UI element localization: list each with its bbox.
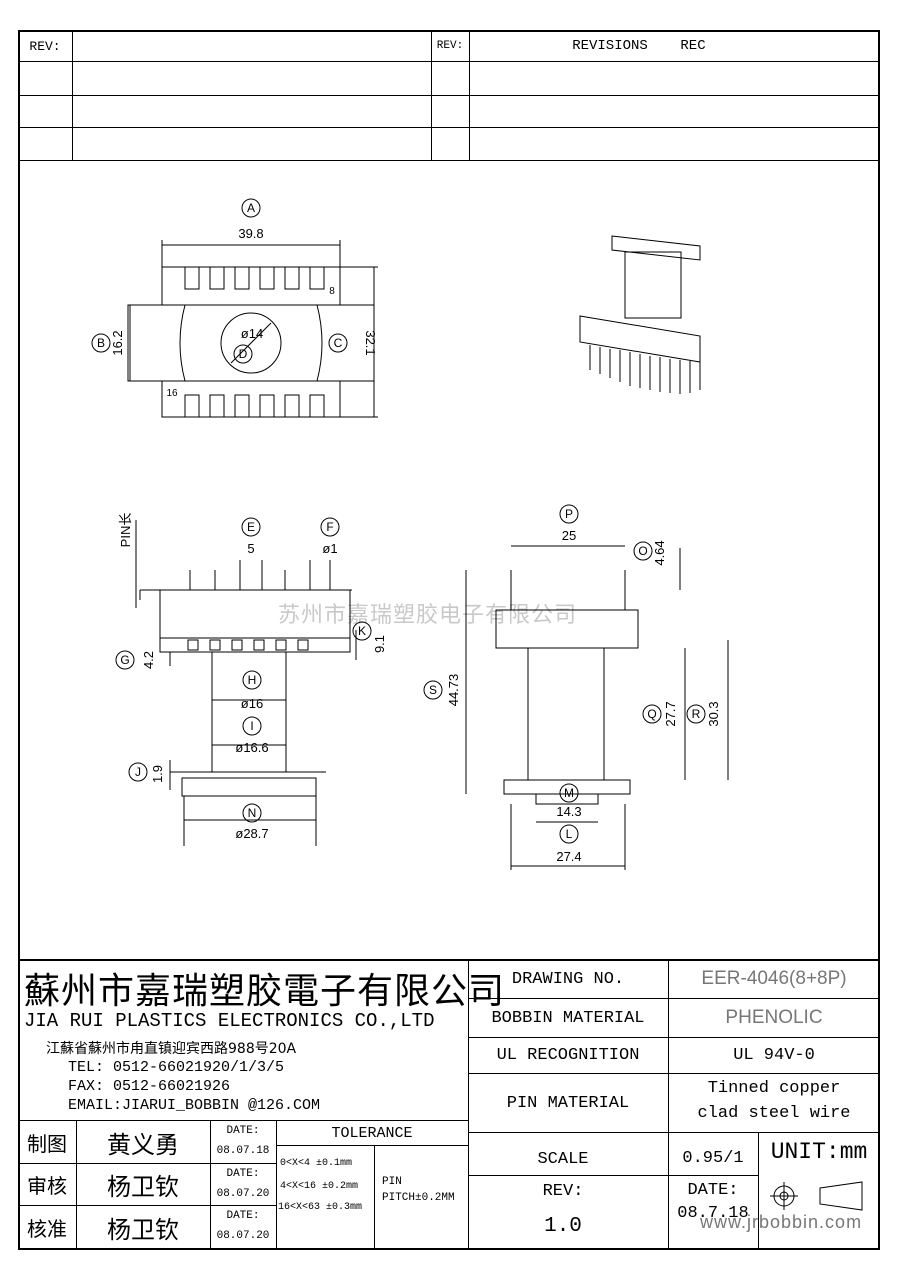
svg-text:C: C [334, 336, 343, 350]
svg-text:S: S [429, 683, 437, 697]
pin-length-label: PIN长 [118, 513, 133, 548]
dim-b: 16.2 [110, 330, 125, 355]
svg-text:K: K [358, 624, 366, 638]
date-approved: 08.07.20 [216, 1230, 270, 1242]
role-approved: 核准 [27, 1216, 67, 1241]
watermark: 苏州市嘉瑞塑胶电子有限公司 [278, 602, 578, 627]
dim-e: 5 [247, 541, 254, 556]
revisions-header: REVISIONS [572, 38, 648, 54]
name-checked: 杨卫钦 [107, 1173, 179, 1201]
svg-text:G: G [120, 653, 129, 667]
company-address: 江蘇省蘇州市甪直镇迎宾西路988号20A [46, 1041, 297, 1057]
tolerance-3: 16<X<63 ±0.3mm [278, 1202, 363, 1213]
date-drawn: 08.07.18 [216, 1145, 270, 1157]
dim-j: 1.9 [150, 765, 165, 783]
date-label-drawn: DATE: [226, 1125, 260, 1137]
scale-value: 0.95/1 [682, 1148, 744, 1168]
rec-header: REC [680, 38, 706, 54]
svg-text:B: B [97, 336, 105, 350]
dim-l: 27.4 [556, 849, 581, 864]
bobbin-material-value: PHENOLIC [725, 1007, 823, 1028]
company-fax: FAX: 0512-66021926 [68, 1078, 231, 1095]
company-name-cn: 蘇州市嘉瑞塑胶電子有限公司 [24, 971, 506, 1012]
technical-drawing: A B C D E F G K H I J N P O S Q R M L 39… [91, 198, 729, 870]
date-label-checked: DATE: [226, 1168, 260, 1180]
ul-recognition-value: UL 94V-0 [733, 1046, 815, 1065]
pin-material-value-2: clad steel wire [697, 1104, 851, 1123]
svg-text:O: O [638, 544, 647, 558]
role-drawn: 制图 [27, 1131, 67, 1156]
svg-text:R: R [692, 707, 701, 721]
name-approved: 杨卫钦 [107, 1215, 179, 1244]
ul-recognition-label: UL RECOGNITION [496, 1046, 640, 1065]
name-drawn: 黄义勇 [107, 1130, 179, 1159]
dim-c: 32.1 [363, 330, 378, 355]
rev-label-left: REV: [29, 38, 61, 54]
pin-count-top: 8 [329, 286, 335, 297]
pin-material-value-1: Tinned copper [707, 1079, 841, 1098]
dim-n: ø28.7 [235, 826, 268, 841]
pin-tolerance-label: PIN [382, 1176, 402, 1188]
dim-s: 44.73 [446, 674, 461, 707]
side-view [423, 504, 729, 870]
unit-label: UNIT:mm [770, 1139, 868, 1165]
dim-a: 39.8 [238, 226, 263, 241]
dim-i: ø16.6 [235, 740, 268, 755]
dim-m: 14.3 [556, 804, 581, 819]
svg-text:M: M [564, 786, 574, 800]
svg-text:I: I [250, 719, 253, 733]
dim-q: 27.7 [663, 701, 678, 726]
top-view [91, 198, 378, 418]
svg-text:D: D [239, 347, 248, 361]
dim-k: 9.1 [372, 635, 387, 653]
front-view [115, 517, 372, 846]
svg-text:F: F [326, 520, 333, 534]
drawing-no-label: DRAWING NO. [511, 969, 625, 989]
dim-r: 30.3 [706, 701, 721, 726]
date-label: DATE: [687, 1180, 739, 1200]
tolerance-1: 0<X<4 ±0.1mm [280, 1158, 353, 1169]
company-email: EMAIL:JIARUI_BOBBIN @126.COM [68, 1097, 321, 1114]
drawing-frame [18, 30, 880, 1250]
company-tel: TEL: 0512-66021920/1/3/5 [68, 1059, 285, 1076]
pin-material-label: PIN MATERIAL [506, 1093, 630, 1113]
role-checked: 审核 [27, 1174, 67, 1198]
date-label-approved: DATE: [226, 1210, 260, 1222]
website: www.jrbobbin.com [700, 1212, 863, 1232]
date-value: 08.7.18 [677, 1203, 749, 1223]
dim-h: ø16 [241, 696, 263, 711]
scale-label: SCALE [537, 1149, 589, 1169]
dim-o: 4.64 [652, 540, 667, 565]
bobbin-material-label: BOBBIN MATERIAL [491, 1008, 645, 1028]
iso-view [579, 235, 701, 394]
svg-text:H: H [248, 673, 257, 687]
svg-text:L: L [566, 827, 573, 841]
tolerance-2: 4<X<16 ±0.2mm [280, 1181, 359, 1192]
svg-text:Q: Q [647, 707, 656, 721]
projection-symbol-icon [762, 1178, 877, 1218]
rev-label-right: REV: [436, 40, 464, 52]
pin-pitch-tolerance: PITCH±0.2MM [382, 1192, 455, 1204]
svg-text:J: J [135, 765, 141, 779]
company-name-en: JIA RUI PLASTICS ELECTRONICS CO.,LTD [24, 1010, 435, 1032]
dim-g: 4.2 [141, 651, 156, 669]
svg-text:A: A [247, 201, 255, 215]
drawing-no-value: EER-4046(8+8P) [701, 968, 847, 989]
svg-text:N: N [248, 806, 257, 820]
dim-p: 25 [562, 528, 576, 543]
svg-text:E: E [247, 520, 255, 534]
tolerance-header: TOLERANCE [331, 1124, 413, 1142]
dim-d: ø14 [241, 326, 263, 341]
pin-count-bottom: 16 [166, 388, 178, 399]
rev-value: 1.0 [544, 1214, 582, 1238]
dim-f: ø1 [322, 541, 337, 556]
svg-text:P: P [565, 507, 573, 521]
rev-label: REV: [542, 1181, 584, 1201]
date-checked: 08.07.20 [216, 1188, 270, 1200]
